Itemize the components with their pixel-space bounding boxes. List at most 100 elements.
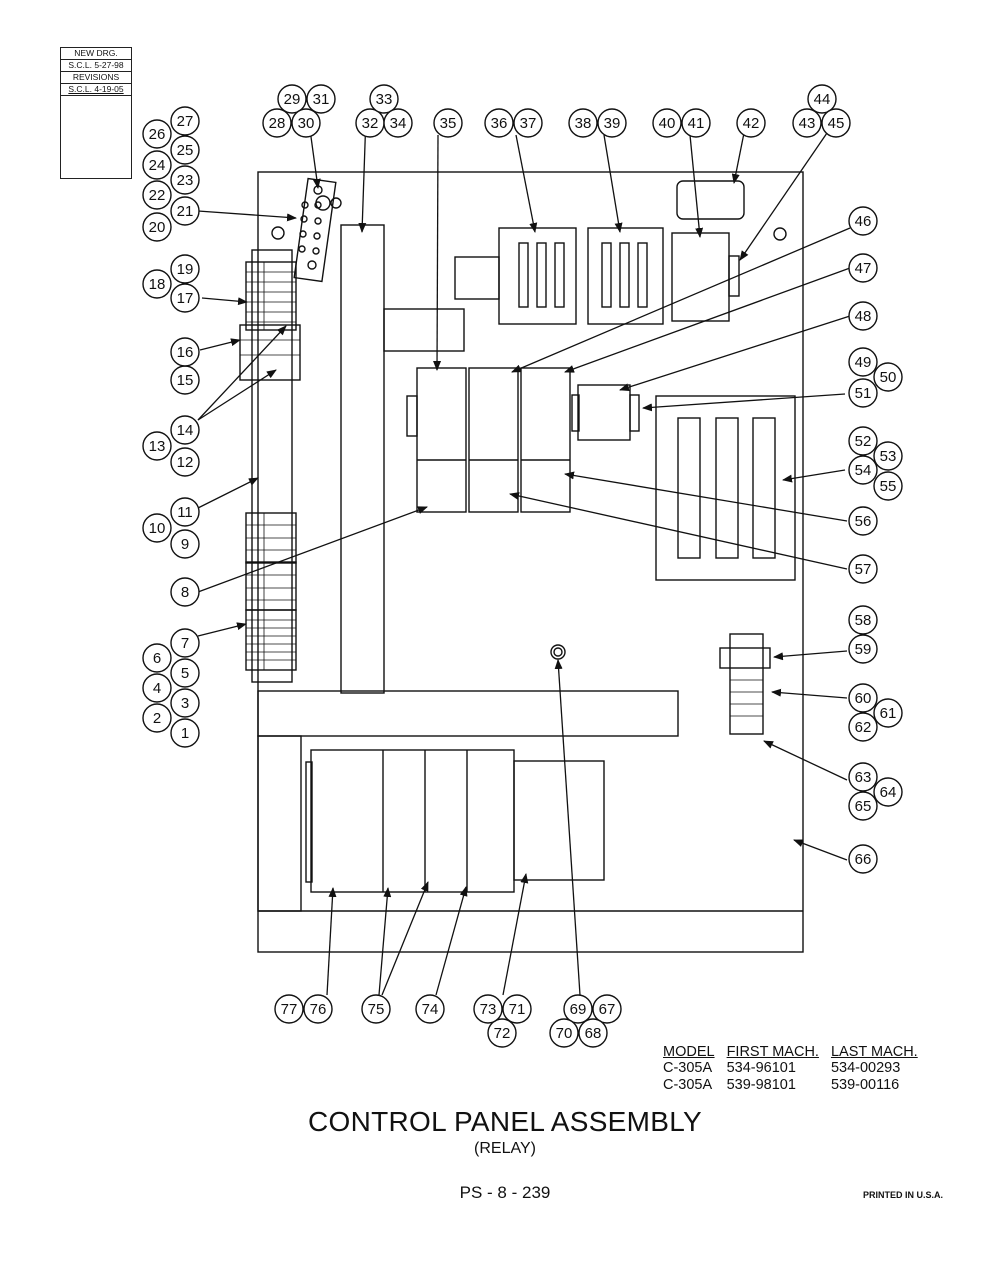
callout-8: 8 — [170, 577, 200, 607]
callout-31: 31 — [306, 84, 336, 114]
callout-number: 27 — [177, 113, 194, 130]
page-title: CONTROL PANEL ASSEMBLY — [307, 1106, 703, 1137]
callout-number: 3 — [181, 695, 189, 712]
callout-64: 64 — [873, 777, 903, 807]
callout-number: 31 — [313, 91, 330, 108]
terminal-right-top — [719, 647, 771, 669]
callout-number: 59 — [855, 641, 872, 658]
model-table: MODEL FIRST MACH. LAST MACH. C-305A 534-… — [663, 1044, 930, 1094]
callout-55: 55 — [873, 471, 903, 501]
callout-37: 37 — [513, 108, 543, 138]
callout-number: 25 — [177, 142, 194, 159]
callout-20: 20 — [142, 212, 172, 242]
callout-number: 14 — [177, 422, 194, 439]
callout-77: 77 — [274, 994, 304, 1024]
callout-67: 67 — [592, 994, 622, 1024]
page-number: PS - 8 - 239 — [459, 1183, 551, 1202]
callout-56: 56 — [848, 506, 878, 536]
callout-28: 28 — [262, 108, 292, 138]
callout-number: 58 — [855, 612, 872, 629]
terminal-right — [729, 633, 764, 735]
callout-52: 52 — [848, 426, 878, 456]
callout-number: 32 — [362, 115, 379, 132]
callout-number: 53 — [880, 448, 897, 465]
relay-c — [520, 367, 571, 513]
callout-38: 38 — [568, 108, 598, 138]
first-mach-header: FIRST MACH. — [726, 1044, 819, 1060]
callout-18: 18 — [142, 269, 172, 299]
callout-30: 30 — [291, 108, 321, 138]
callout-number: 43 — [799, 115, 816, 132]
callout-number: 33 — [376, 91, 393, 108]
callout-number: 46 — [855, 213, 872, 230]
callout-45: 45 — [821, 108, 851, 138]
callout-number: 49 — [855, 354, 872, 371]
revision-date-1: S.C.L. 5-27-98 — [61, 60, 131, 72]
terminal-rail-left — [251, 249, 293, 683]
callout-number: 69 — [570, 1001, 587, 1018]
callout-number: 40 — [659, 115, 676, 132]
callout-number: 36 — [491, 115, 508, 132]
table-cell: C-305A — [663, 1077, 713, 1093]
callout-11: 11 — [170, 497, 200, 527]
callout-number: 9 — [181, 536, 189, 553]
relay-41 — [671, 232, 730, 322]
callout-number: 41 — [688, 115, 705, 132]
callout-12: 12 — [170, 447, 200, 477]
callout-number: 67 — [599, 1001, 616, 1018]
callout-32: 32 — [355, 108, 385, 138]
callout-14: 14 — [170, 415, 200, 445]
callout-50: 50 — [873, 362, 903, 392]
callout-27: 27 — [170, 106, 200, 136]
revision-label: REVISIONS — [61, 72, 131, 84]
callout-number: 22 — [149, 187, 166, 204]
callout-number: 66 — [855, 851, 872, 868]
callout-number: 76 — [310, 1001, 327, 1018]
callout-25: 25 — [170, 135, 200, 165]
callout-number: 23 — [177, 172, 194, 189]
callout-3: 3 — [170, 688, 200, 718]
callout-number: 50 — [880, 369, 897, 386]
leader-lines — [197, 114, 851, 996]
callout-number: 6 — [153, 650, 161, 667]
callout-13: 13 — [142, 431, 172, 461]
mounting-hole — [271, 226, 285, 240]
callout-15: 15 — [170, 365, 200, 395]
callout-number: 2 — [153, 710, 161, 727]
revision-new-drg: NEW DRG. — [61, 48, 131, 60]
callout-68: 68 — [578, 1018, 608, 1048]
callout-44: 44 — [807, 84, 837, 114]
callout-number: 68 — [585, 1025, 602, 1042]
callout-number: 13 — [149, 438, 166, 455]
callout-number: 75 — [368, 1001, 385, 1018]
callout-19: 19 — [170, 254, 200, 284]
callout-number: 18 — [149, 276, 166, 293]
callout-43: 43 — [792, 108, 822, 138]
callout-53: 53 — [873, 441, 903, 471]
callout-21: 21 — [170, 196, 200, 226]
table-cell: 539-00116 — [830, 1077, 900, 1093]
callout-70: 70 — [549, 1018, 579, 1048]
callout-46: 46 — [848, 206, 878, 236]
callout-number: 72 — [494, 1025, 511, 1042]
table-cell: 534-00293 — [830, 1060, 901, 1076]
fuse-holder-base — [454, 256, 500, 300]
callout-57: 57 — [848, 554, 878, 584]
table-row: C-305A 534-96101 534-00293 — [663, 1060, 930, 1077]
callout-number: 52 — [855, 433, 872, 450]
ground-screw — [550, 644, 566, 660]
table-row: C-305A 539-98101 539-00116 — [663, 1077, 930, 1094]
callout-62: 62 — [848, 712, 878, 742]
callout-17: 17 — [170, 283, 200, 313]
callout-73: 73 — [473, 994, 503, 1024]
callout-number: 60 — [855, 690, 872, 707]
callout-60: 60 — [848, 683, 878, 713]
transformer-bracket — [257, 735, 302, 912]
callout-number: 5 — [181, 665, 189, 682]
callout-59: 59 — [848, 634, 878, 664]
callout-75: 75 — [361, 994, 391, 1024]
overload-block — [513, 760, 605, 881]
wire-duct-horizontal — [257, 690, 679, 737]
callout-29: 29 — [277, 84, 307, 114]
